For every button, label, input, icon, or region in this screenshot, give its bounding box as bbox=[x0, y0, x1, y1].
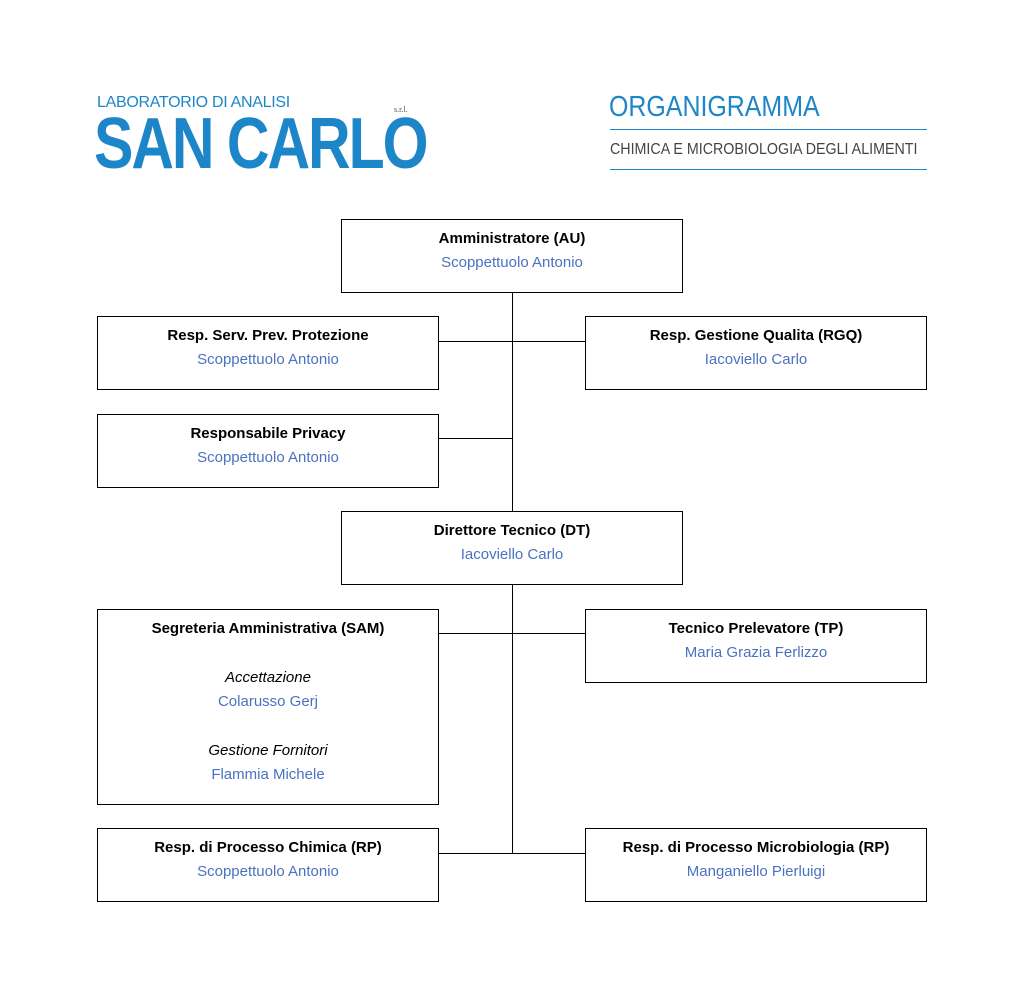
logo-title: SAN CARLO bbox=[94, 104, 429, 184]
branch-line-secretariat-sampler bbox=[438, 633, 585, 634]
person-name: Scoppettuolo Antonio bbox=[197, 351, 339, 368]
branch-line-safety-quality bbox=[438, 341, 585, 342]
person-name: Manganiello Pierluigi bbox=[686, 863, 826, 880]
role-label: Resp. Serv. Prev. Protezione bbox=[167, 327, 369, 344]
org-box-technical-director: Direttore Tecnico (DT) Iacoviello Carlo bbox=[341, 511, 683, 585]
role-label: Resp. di Processo Chimica (RP) bbox=[154, 839, 382, 856]
trunk-line-lower bbox=[512, 584, 513, 854]
role-label: Amministratore (AU) bbox=[438, 230, 586, 247]
org-box-secretariat: Segreteria Amministrativa (SAM) Accettaz… bbox=[97, 609, 439, 805]
unit-label: Accettazione bbox=[225, 669, 311, 686]
title-divider-bottom bbox=[610, 169, 927, 170]
person-name: Maria Grazia Ferlizzo bbox=[684, 644, 828, 661]
role-label: Tecnico Prelevatore (TP) bbox=[668, 620, 844, 637]
role-label: Resp. di Processo Microbiologia (RP) bbox=[622, 839, 890, 856]
person-name: Iacoviello Carlo bbox=[704, 351, 808, 368]
branch-line-process-managers bbox=[438, 853, 585, 854]
trunk-line-upper bbox=[512, 292, 513, 512]
person-name: Scoppettuolo Antonio bbox=[441, 254, 583, 271]
org-box-privacy-manager: Responsabile Privacy Scoppettuolo Antoni… bbox=[97, 414, 439, 488]
org-box-chemistry-process-manager: Resp. di Processo Chimica (RP) Scoppettu… bbox=[97, 828, 439, 902]
title-divider-top bbox=[610, 129, 927, 130]
document-subtitle: CHIMICA E MICROBIOLOGIA DEGLI ALIMENTI bbox=[610, 141, 918, 158]
person-name: Scoppettuolo Antonio bbox=[197, 449, 339, 466]
role-label: Resp. Gestione Qualita (RGQ) bbox=[649, 327, 863, 344]
branch-line-privacy bbox=[438, 438, 513, 439]
role-label: Direttore Tecnico (DT) bbox=[433, 522, 591, 539]
org-box-microbiology-process-manager: Resp. di Processo Microbiologia (RP) Man… bbox=[585, 828, 927, 902]
person-name: Colarusso Gerj bbox=[217, 693, 319, 710]
document-title: ORGANIGRAMMA bbox=[609, 91, 820, 123]
org-box-safety-manager: Resp. Serv. Prev. Protezione Scoppettuol… bbox=[97, 316, 439, 390]
role-label: Segreteria Amministrativa (SAM) bbox=[151, 620, 385, 637]
org-box-sampling-technician: Tecnico Prelevatore (TP) Maria Grazia Fe… bbox=[585, 609, 927, 683]
unit-label: Gestione Fornitori bbox=[208, 742, 328, 759]
person-name: Iacoviello Carlo bbox=[460, 546, 564, 563]
logo-subtitle: LABORATORIO DI ANALISI bbox=[97, 94, 290, 111]
person-name: Scoppettuolo Antonio bbox=[197, 863, 339, 880]
org-box-quality-manager: Resp. Gestione Qualita (RGQ) Iacoviello … bbox=[585, 316, 927, 390]
person-name: Flammia Michele bbox=[211, 766, 325, 783]
org-box-administrator: Amministratore (AU) Scoppettuolo Antonio bbox=[341, 219, 683, 293]
role-label: Responsabile Privacy bbox=[190, 425, 346, 442]
logo-legal-form: s.r.l. bbox=[394, 105, 408, 114]
